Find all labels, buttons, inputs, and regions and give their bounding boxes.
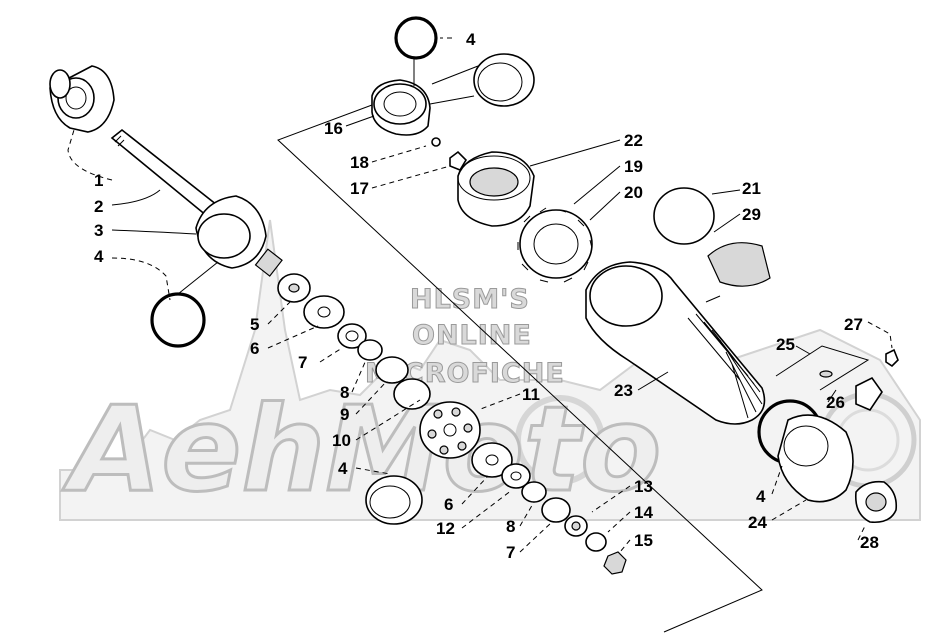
- part-4-oring-top: [394, 16, 438, 60]
- washer-stack-lower: [471, 442, 627, 575]
- callout-27: 27: [844, 315, 863, 334]
- part-4-ring-lower: [365, 475, 423, 525]
- watermark: AehMoto HLSM'S ONLINE MICROFICHE: [59, 219, 921, 521]
- callout-20: 20: [624, 183, 643, 202]
- part-28-bushing: [854, 480, 898, 524]
- callout-21: 21: [742, 179, 761, 198]
- callout-23: 23: [614, 381, 633, 400]
- part-27-cap: [885, 348, 899, 368]
- callout-6-upper: 6: [250, 339, 259, 358]
- watermark-line-1: HLSM'S: [410, 284, 530, 315]
- callout-29: 29: [742, 205, 761, 224]
- callout-24: 24: [748, 513, 767, 532]
- part-19-adjuster-ring: [517, 207, 593, 283]
- callout-28: 28: [860, 533, 879, 552]
- part-23-body: [585, 261, 766, 425]
- part-16-seal-head: [371, 79, 431, 136]
- callout-10: 10: [332, 431, 351, 450]
- leader-lines: [67, 37, 893, 553]
- callout-12: 12: [436, 519, 455, 538]
- callout-4-left: 4: [94, 247, 104, 266]
- callout-4-right: 4: [756, 487, 766, 506]
- part-1-eyelet: [49, 65, 115, 133]
- callout-7-upper: 7: [298, 353, 307, 372]
- part-18-ball: [431, 137, 441, 147]
- callout-labels: 1 2 3 4 4 4 4 5 6 6 7 7 8 8 9 10 11 12 1…: [94, 30, 879, 562]
- callout-18: 18: [350, 153, 369, 172]
- part-22-sleeve: [457, 151, 535, 227]
- callout-13: 13: [634, 477, 653, 496]
- callout-11: 11: [522, 385, 540, 404]
- washer-stack-upper: [277, 273, 431, 410]
- callout-19: 19: [624, 157, 643, 176]
- callout-22: 22: [624, 131, 643, 150]
- callout-1: 1: [94, 171, 103, 190]
- callout-14: 14: [634, 503, 653, 522]
- callout-8-upper: 8: [340, 383, 349, 402]
- callout-2: 2: [94, 197, 103, 216]
- part-4-oring-left: [150, 292, 206, 348]
- part-25-bracket: [775, 345, 870, 391]
- callout-25: 25: [776, 335, 795, 354]
- part-26-valve: [819, 370, 883, 411]
- callout-17: 17: [350, 179, 369, 198]
- part-21-disc: [653, 187, 715, 245]
- callout-3: 3: [94, 221, 103, 240]
- subassembly-bracket: [277, 104, 763, 633]
- callout-5: 5: [250, 315, 259, 334]
- part-17-valve: [449, 150, 468, 171]
- callout-9: 9: [340, 405, 349, 424]
- watermark-logo: AehMoto: [62, 380, 661, 518]
- callout-16: 16: [324, 119, 343, 138]
- callout-4-lower: 4: [338, 459, 348, 478]
- callout-8-lower: 8: [506, 517, 515, 536]
- part-29-label: [707, 242, 771, 287]
- callout-26: 26: [826, 393, 845, 412]
- callout-15: 15: [634, 531, 653, 550]
- callout-6-lower: 6: [444, 495, 453, 514]
- part-4-ring-top: [473, 53, 535, 107]
- callout-7-lower: 7: [506, 543, 515, 562]
- part-11-piston: [419, 401, 481, 459]
- part-3-body: [195, 195, 283, 277]
- callout-4-top: 4: [466, 30, 476, 49]
- part-24-bottom-cap: [777, 414, 854, 503]
- watermark-line-2: ONLINE: [412, 320, 532, 351]
